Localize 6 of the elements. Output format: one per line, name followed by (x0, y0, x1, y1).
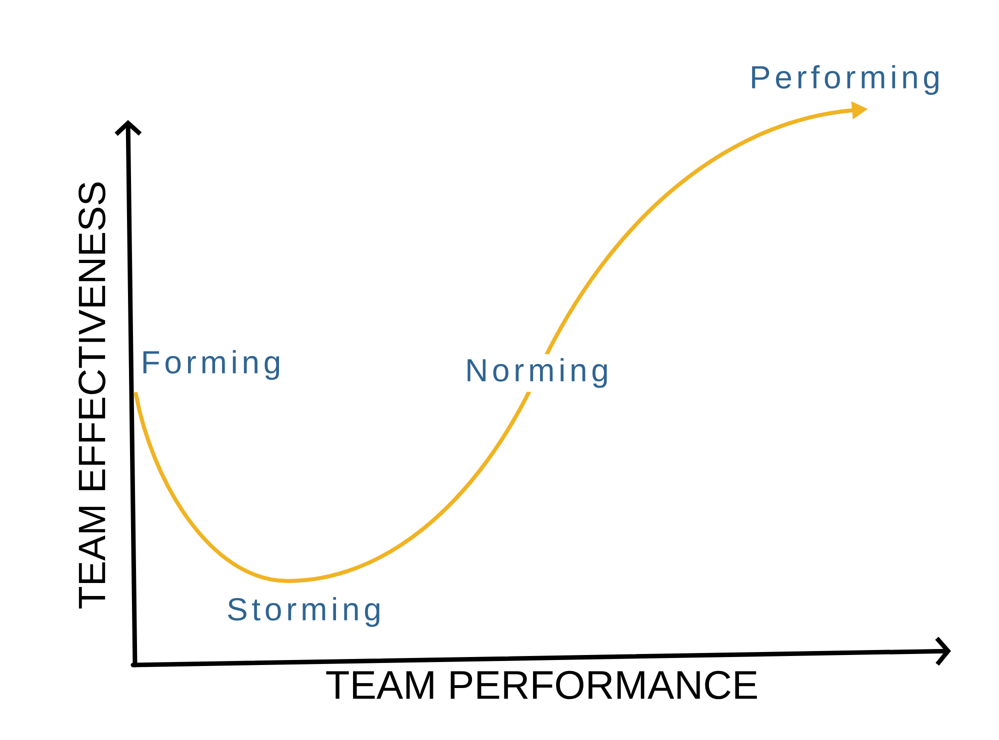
axis-title: TEAM PERFORMANCE (326, 670, 757, 700)
edge-label: Norming (461, 354, 613, 392)
stage-label: Performing (752, 65, 938, 95)
stage-label: Forming (143, 350, 280, 380)
stage-label: Storming (228, 597, 380, 627)
axis-title: TEAM EFFECTIVENESS (78, 182, 106, 608)
